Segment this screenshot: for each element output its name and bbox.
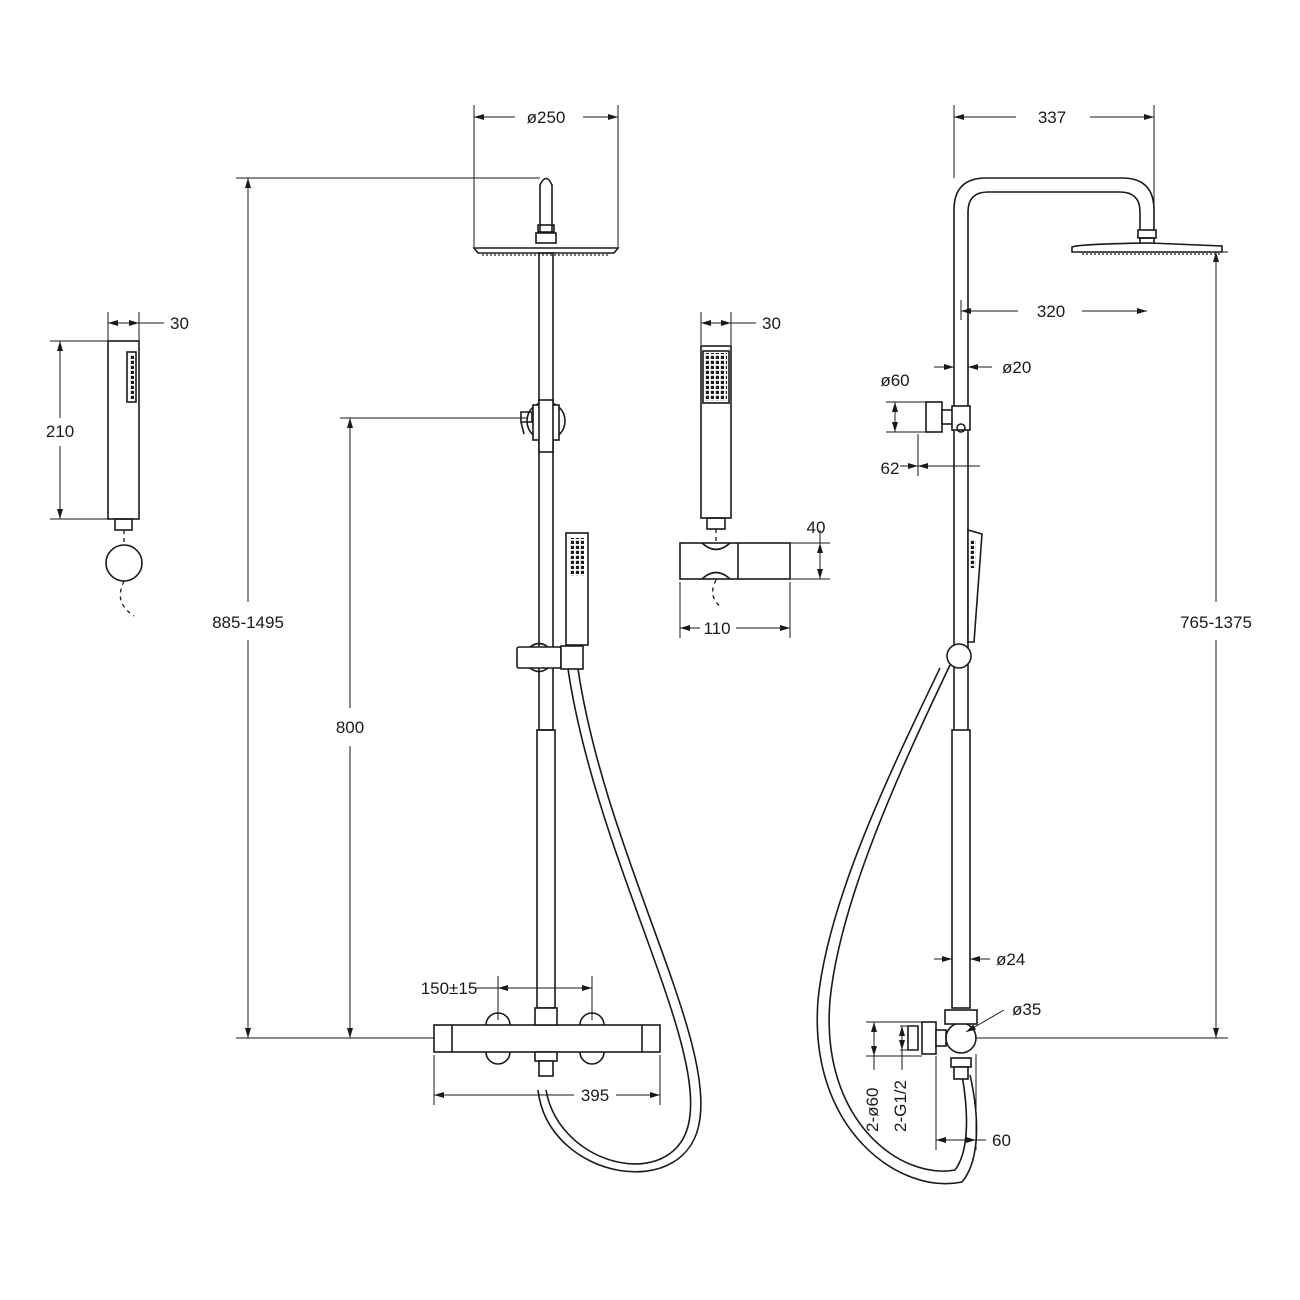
hand-shower-body (107, 340, 140, 520)
slider-holder (516, 646, 562, 669)
dim-flange-offset: 62 (881, 434, 980, 478)
dim-overall-height-right: 765-1375 (976, 251, 1252, 1039)
label-overall-height-right: 765-1375 (1180, 613, 1252, 632)
dim-bracket-width: 110 (679, 582, 791, 638)
label-inlet-spacing: 150±15 (421, 979, 478, 998)
label-handshower-width: 30 (170, 314, 189, 333)
rain-shower-head (472, 247, 620, 254)
rain-head-side (1071, 242, 1223, 253)
hose-connector (114, 518, 133, 531)
nozzle-pattern (129, 354, 134, 400)
label-flange-offset: 62 (881, 459, 900, 478)
dim-mixer-width: 395 (433, 1055, 661, 1105)
dim-arm-reach: 320 (960, 300, 1147, 321)
label-bracket-height: 40 (807, 518, 826, 537)
nozzle-strip (126, 351, 137, 403)
dim-lower-tube-diameter: ø24 (934, 950, 1025, 969)
dim-bracket-height: 40 (790, 518, 830, 580)
dim-rail-diameter: ø20 (934, 358, 1031, 377)
holder-knob (946, 643, 972, 669)
dim-inlet-spacing: 150±15 (421, 976, 593, 1020)
dim-handshower-mid-width: 30 (700, 312, 781, 345)
shower-column-side-view (816, 177, 1223, 1185)
dim-arm-projection: 337 (953, 105, 1155, 230)
label-mixer-width: 395 (581, 1086, 609, 1105)
dim-handshower-width: 30 (107, 312, 189, 340)
hand-shower-end-circle (105, 544, 143, 582)
shower-hose-side (828, 664, 968, 1172)
label-arm-reach: 320 (1037, 302, 1065, 321)
dim-wall-flange: ø60 (880, 371, 926, 433)
label-handshower-length: 210 (46, 422, 74, 441)
label-holder-height: 800 (336, 718, 364, 737)
shower-hose (545, 668, 692, 1165)
label-handshower-mid-width: 30 (762, 314, 781, 333)
lower-pipe-side (951, 729, 971, 1009)
label-lower-tube-diameter: ø24 (996, 950, 1025, 969)
hand-shower-side-view (105, 340, 143, 617)
bracket-detail (679, 542, 791, 580)
escutcheon-side (921, 1021, 937, 1055)
thermostatic-mixer (433, 1024, 661, 1053)
wall-flange (925, 401, 943, 433)
mixer-body-side (945, 1022, 977, 1054)
label-overall-height-left: 885-1495 (212, 613, 284, 632)
label-bracket-width: 110 (703, 619, 730, 638)
dim-overall-height-left: 885-1495 (212, 177, 540, 1039)
shower-arm-outer (953, 177, 1155, 730)
dim-head-diameter: ø250 (473, 105, 619, 247)
lower-pipe (536, 729, 556, 1009)
label-mixer-body-diameter: ø35 (1012, 1000, 1041, 1019)
label-escutcheon-diameter: 2-ø60 (863, 1088, 882, 1132)
shower-column-front-view (433, 177, 702, 1173)
label-wall-offset: 60 (992, 1131, 1011, 1150)
dim-handshower-length: 210 (46, 340, 108, 520)
dim-wall-offset: 60 (935, 1054, 1011, 1150)
label-connection-thread: 2-G1/2 (891, 1080, 910, 1132)
label-arm-projection: 337 (1038, 108, 1066, 127)
dim-holder-height: 800 (336, 417, 528, 1038)
nozzle-pattern-detail (705, 353, 727, 401)
dim-mixer-body-diameter: ø35 (965, 1000, 1041, 1033)
label-wall-flange-diameter: ø60 (880, 371, 909, 390)
label-rail-diameter: ø20 (1002, 358, 1031, 377)
label-head-diameter: ø250 (527, 108, 566, 127)
dim-escutcheon: 2-ø60 2-G1/2 (863, 1021, 922, 1132)
hand-shower-bracket-detail (679, 345, 791, 609)
holder-cradle (560, 645, 584, 670)
